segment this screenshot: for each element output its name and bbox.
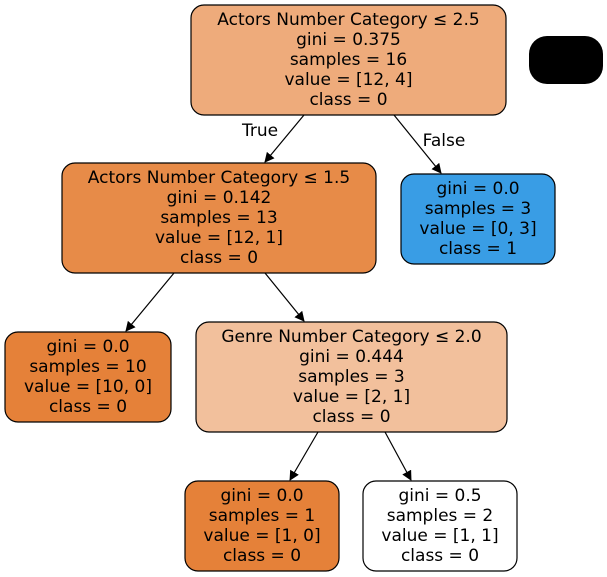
edge-node-3-to-node-4 — [289, 431, 319, 481]
node-3-text-line: gini = 0.444 — [299, 347, 404, 367]
node-1-text-line: class = 0 — [180, 248, 258, 268]
node-4-box — [184, 480, 340, 572]
node-3-text-line: Genre Number Category ≤ 2.0 — [221, 327, 481, 347]
node-4-text-line: gini = 0.0 — [220, 486, 303, 506]
node-5-text-line: class = 0 — [401, 546, 479, 566]
node-1-text-line: samples = 13 — [160, 208, 277, 228]
node-0-text-line: Actors Number Category ≤ 2.5 — [217, 10, 479, 30]
node-5-box — [362, 480, 518, 572]
edge-label-false: False — [423, 131, 466, 151]
node-1-text-line: Actors Number Category ≤ 1.5 — [88, 168, 350, 188]
node-2-text-line: class = 0 — [49, 397, 127, 417]
node-3-box — [195, 321, 508, 433]
node-1-box — [61, 162, 377, 274]
node-0-box — [190, 4, 507, 116]
node-4-text-line: class = 0 — [223, 546, 301, 566]
legend-box — [529, 36, 603, 84]
edge-node-1-to-node-3 — [264, 272, 305, 322]
node-6-text-line: gini = 0.0 — [436, 179, 519, 199]
edge-node-3-to-node-5 — [384, 431, 412, 481]
node-3-text-line: samples = 3 — [298, 367, 405, 387]
node-0-text-line: class = 0 — [309, 90, 387, 110]
node-3-text-line: class = 0 — [312, 407, 390, 427]
edge-node-0-to-node-1 — [264, 114, 305, 163]
edge-node-0-to-node-6 — [393, 114, 442, 174]
node-1-text-line: value = [12, 1] — [155, 228, 283, 248]
node-6-text-line: class = 1 — [439, 239, 517, 259]
node-3-text-line: value = [2, 1] — [293, 387, 410, 407]
node-6-text-line: value = [0, 3] — [419, 219, 536, 239]
node-2-box — [4, 331, 172, 423]
node-4-text-line: samples = 1 — [209, 506, 316, 526]
node-1-text-line: gini = 0.142 — [167, 188, 272, 208]
node-2-text-line: samples = 10 — [29, 357, 146, 377]
node-0-text-line: samples = 16 — [290, 50, 407, 70]
edge-label-true: True — [241, 121, 278, 141]
node-0-text-line: gini = 0.375 — [296, 30, 401, 50]
node-0-text-line: value = [12, 4] — [284, 70, 412, 90]
node-2-text-line: value = [10, 0] — [24, 377, 152, 397]
node-6-box — [400, 173, 556, 265]
node-5-text-line: samples = 2 — [387, 506, 494, 526]
node-2-text-line: gini = 0.0 — [46, 337, 129, 357]
node-5-text-line: gini = 0.5 — [398, 486, 481, 506]
edge-node-1-to-node-2 — [125, 272, 175, 332]
node-6-text-line: samples = 3 — [425, 199, 532, 219]
node-4-text-line: value = [1, 0] — [203, 526, 320, 546]
node-5-text-line: value = [1, 1] — [381, 526, 498, 546]
